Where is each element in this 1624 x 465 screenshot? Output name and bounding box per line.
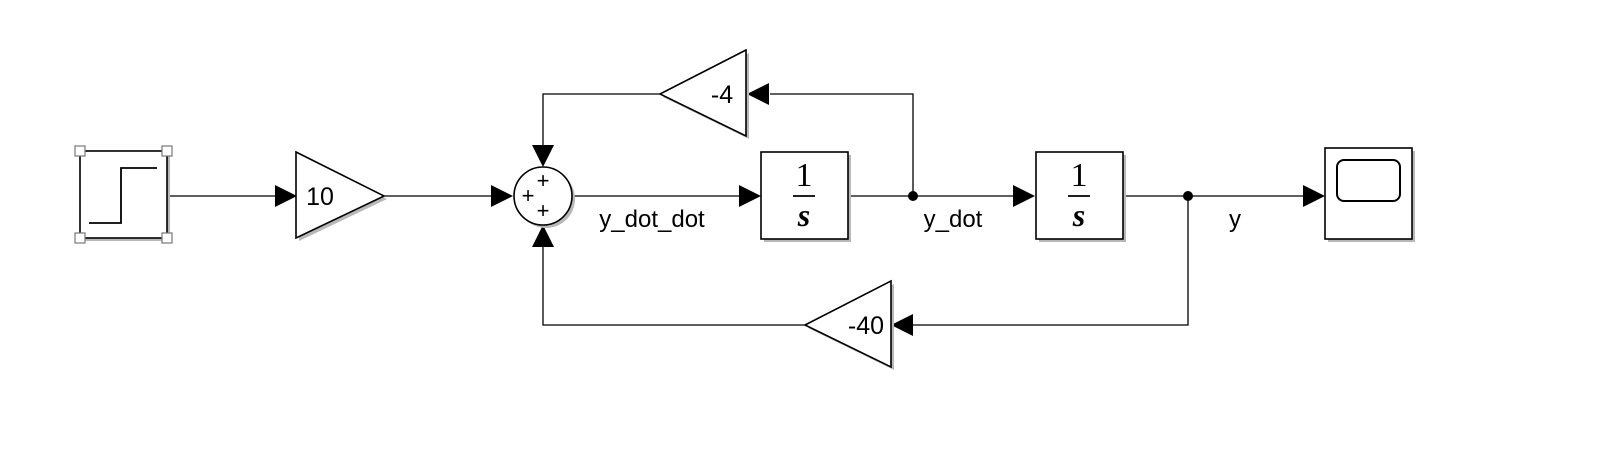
gain-input-value: 10 (306, 183, 334, 211)
arrow-into-gain-icon (275, 185, 297, 207)
arrow-into-damping-gain-icon (747, 83, 769, 105)
resize-handle-bottom-right[interactable] (161, 232, 173, 244)
step-block[interactable] (74, 145, 173, 244)
wire-stiffness-to-sum[interactable] (542, 246, 805, 326)
gain-damping-value: -4 (711, 81, 733, 109)
integrator2-denominator: s (1072, 197, 1085, 233)
signal-label-velocity: y_dot (924, 206, 983, 233)
integrator-block-1[interactable]: 1 s (760, 151, 851, 242)
signal-label-position: y (1229, 206, 1241, 233)
sum-sign-left: + (522, 183, 535, 208)
signal-arrows (275, 83, 1325, 336)
scope-block[interactable] (1324, 147, 1415, 242)
integrator1-denominator: s (797, 197, 810, 233)
branch-point-velocity (908, 191, 918, 201)
wire-velocity-feedback[interactable] (770, 93, 914, 196)
arrow-into-integrator1-icon (739, 185, 761, 207)
gain-block-stiffness[interactable]: -40 (803, 279, 894, 370)
wire-damping-to-sum[interactable] (542, 93, 660, 147)
arrow-into-sum-icon (491, 185, 513, 207)
resize-handle-bottom-left[interactable] (74, 232, 86, 244)
gain-block-damping[interactable]: -4 (658, 48, 749, 139)
arrow-stiffness-into-sum-icon (532, 225, 554, 247)
sum-sign-top: + (537, 168, 550, 193)
resize-handle-top-left[interactable] (74, 145, 86, 157)
step-signal-icon (89, 167, 157, 224)
sum-block[interactable]: + + + (513, 166, 575, 228)
arrow-into-scope-icon (1303, 185, 1325, 207)
arrow-into-integrator2-icon (1013, 185, 1035, 207)
resize-handle-top-right[interactable] (161, 145, 173, 157)
arrow-into-stiffness-gain-icon (891, 314, 913, 336)
integrator2-numerator: 1 (1071, 157, 1088, 194)
gain-stiffness-value: -40 (848, 312, 884, 340)
branch-point-position (1183, 191, 1193, 201)
wire-position-feedback[interactable] (913, 196, 1189, 326)
gain-block-input[interactable]: 10 (295, 150, 387, 241)
integrator-block-2[interactable]: 1 s (1035, 151, 1126, 242)
arrow-damping-into-sum-icon (532, 145, 554, 167)
integrator1-numerator: 1 (796, 157, 813, 194)
signal-label-acceleration: y_dot_dot (599, 206, 705, 233)
sum-sign-bottom: + (537, 198, 550, 223)
scope-screen-icon (1336, 159, 1401, 202)
signal-lines (167, 93, 1306, 326)
